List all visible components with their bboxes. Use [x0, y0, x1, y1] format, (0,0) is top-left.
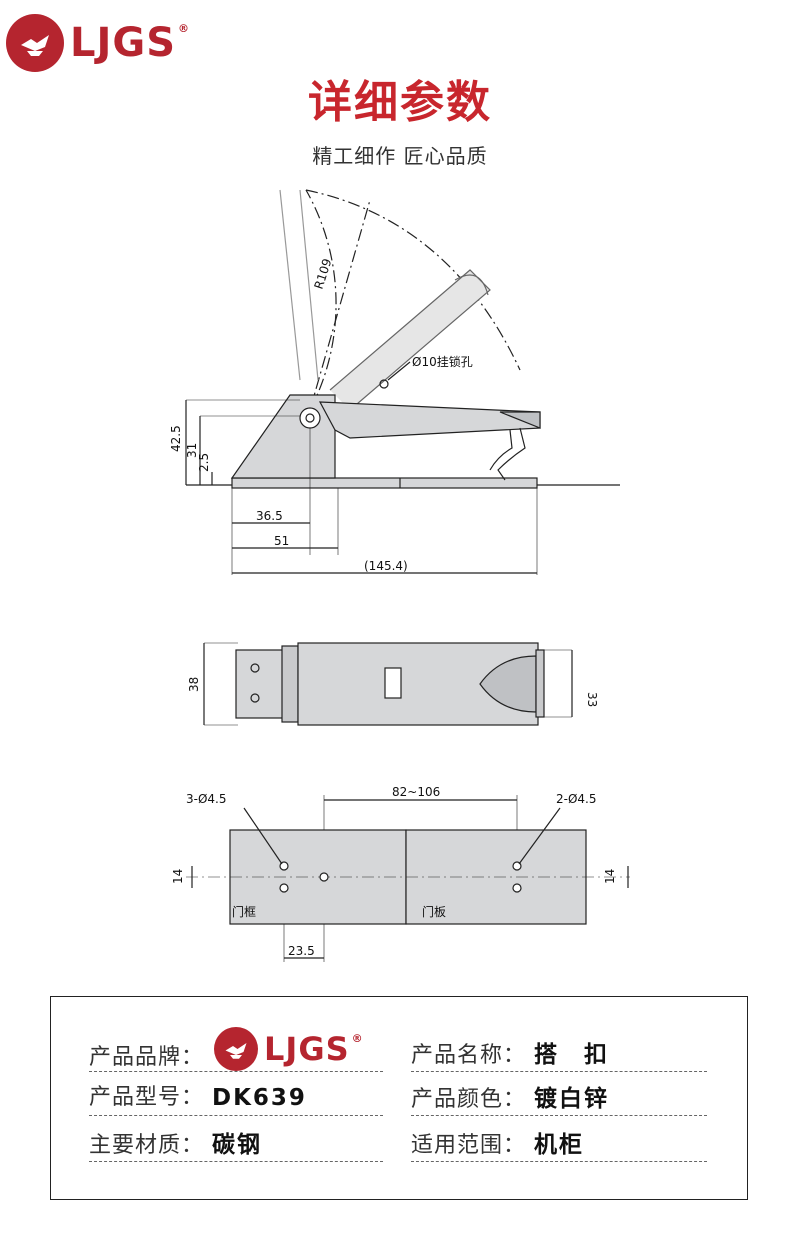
hole-label: Ø10挂锁孔 [412, 354, 473, 369]
spec-name: 产品名称： 搭 扣 [411, 1042, 610, 1068]
spec-box: 产品品牌： LJGS® 产品型号： DK639 主要材质： 碳钢 产品名称： 搭… [50, 996, 748, 1200]
height-label-3: 2.5 [197, 453, 211, 472]
logo-emblem-icon [214, 1027, 259, 1071]
spec-brand: 产品品牌： LJGS® [89, 1027, 364, 1071]
page-subtitle: 精工细作 匠心品质 [312, 144, 488, 168]
width-label-2: 51 [274, 534, 289, 548]
page-title: 详细参数 [308, 77, 492, 128]
right-pitch-label: 14 [603, 869, 617, 884]
width-label-3: (145.4) [364, 559, 408, 573]
spec-color: 产品颜色： 镀白锌 [411, 1086, 610, 1112]
spec-brand-logo: LJGS® [214, 1027, 364, 1071]
frame-label: 门框 [232, 904, 256, 919]
left-pitch-label: 14 [171, 869, 185, 884]
hole-view-labels: 3-Ø4.5 2-Ø4.5 82~106 14 14 23.5 门框 门板 [171, 785, 617, 958]
side-view [185, 189, 620, 575]
side-view-labels: R109 Ø10挂锁孔 42.5 31 2.5 36.5 51 (145.4) [169, 257, 473, 573]
width-33-label: 33 [585, 692, 599, 707]
height-label-1: 42.5 [169, 425, 183, 452]
logo-text: LJGS® [70, 20, 191, 66]
door-label: 门板 [422, 904, 446, 919]
right-holes-label: 2-Ø4.5 [556, 792, 597, 806]
span-label: 82~106 [392, 785, 440, 799]
logo-emblem-icon [6, 14, 64, 72]
spec-model: 产品型号： DK639 [89, 1085, 307, 1111]
top-view [203, 642, 573, 726]
left-holes-label: 3-Ø4.5 [186, 792, 227, 806]
technical-drawing: R109 Ø10挂锁孔 42.5 31 2.5 36.5 51 (145.4) … [169, 189, 630, 962]
spec-material: 主要材质： 碳钢 [89, 1132, 263, 1158]
offset-label: 23.5 [288, 944, 315, 958]
width-38-label: 38 [187, 677, 201, 692]
spec-usage: 适用范围： 机柜 [411, 1132, 585, 1158]
height-label-2: 31 [185, 443, 199, 458]
radius-label: R109 [312, 257, 335, 291]
top-view-labels: 38 33 [187, 677, 599, 708]
width-label-1: 36.5 [256, 509, 283, 523]
brand-logo: LJGS® [6, 14, 190, 72]
hole-view [186, 795, 630, 962]
